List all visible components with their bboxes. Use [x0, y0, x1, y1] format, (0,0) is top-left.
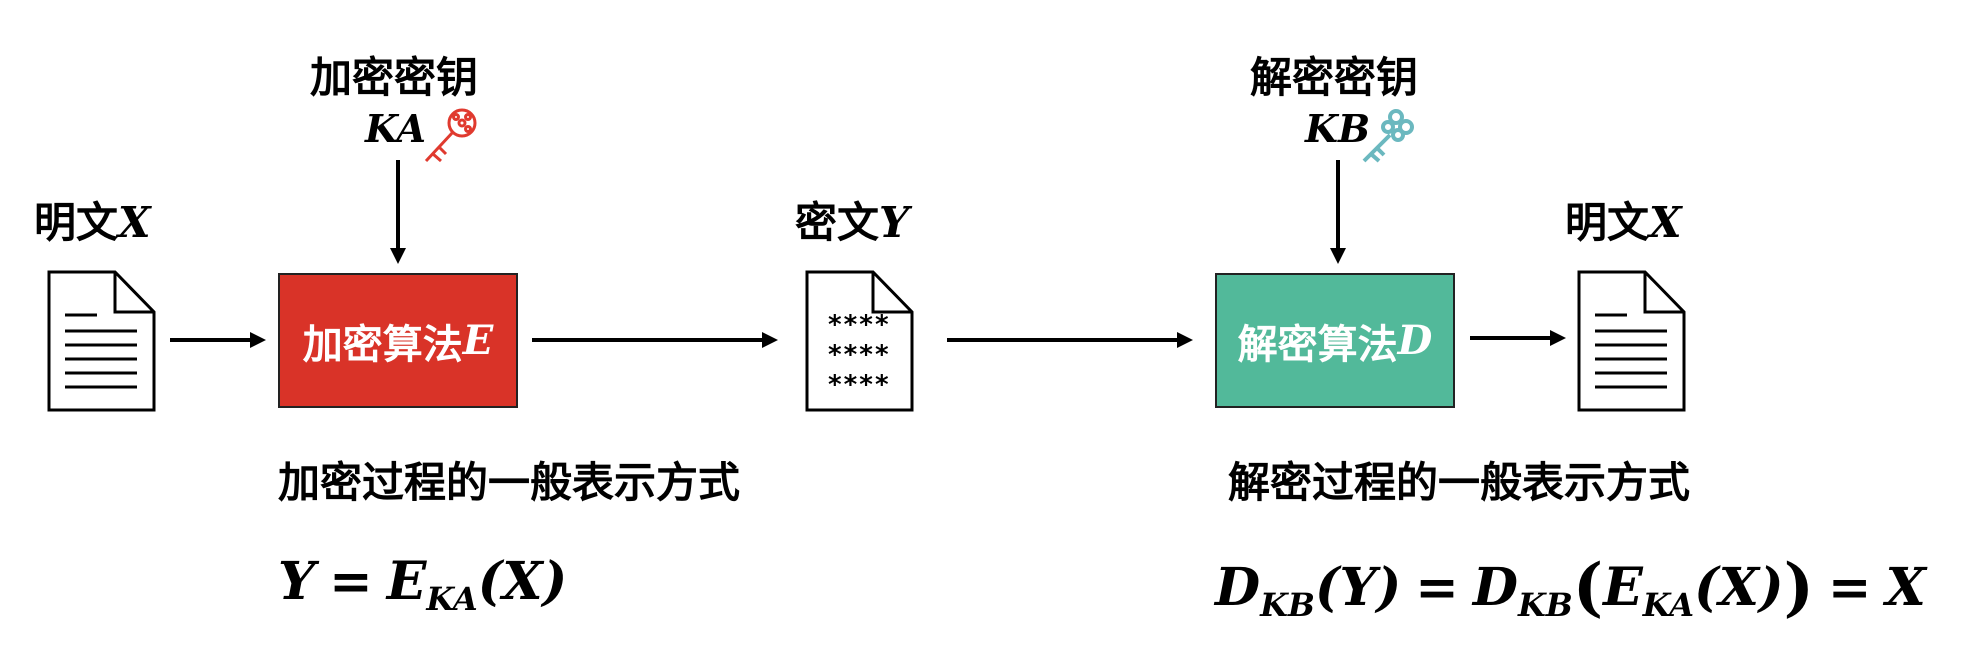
dec-formula-func1: D: [1215, 557, 1261, 618]
ciphertext-label-text: 密文: [795, 198, 880, 247]
arrow-ciphertext-to-decrypt: [947, 332, 1193, 348]
dec-formula-rhs: X: [1885, 557, 1926, 618]
decryption-process-caption: 解密过程的一般表示方式: [1228, 458, 1691, 507]
ciphertext-line-1: ****: [827, 310, 890, 340]
encryption-formula: Y=EKA(X): [278, 556, 567, 619]
decryption-key-label: 解密密钥: [1250, 53, 1419, 102]
decryption-algorithm-label: 解密算法: [1237, 321, 1398, 368]
plaintext-in-label: 明文X: [34, 202, 151, 244]
plaintext-out-label: 明文X: [1565, 202, 1682, 244]
enc-formula-func: E: [386, 551, 427, 612]
dec-formula-sub3: KA: [1642, 586, 1695, 625]
dec-formula-paren-close: ): [1783, 550, 1814, 625]
dec-formula-func3: E: [1603, 557, 1643, 618]
ciphertext-document: **** **** ****: [805, 270, 915, 412]
plaintext-out-label-text: 明文: [1565, 198, 1650, 247]
dec-formula-arg1: (Y): [1314, 557, 1402, 618]
decryption-algorithm-symbol: D: [1397, 317, 1433, 364]
ciphertext-line-3: ****: [827, 370, 890, 400]
enc-formula-eq: =: [329, 551, 373, 612]
dec-formula-eq1: =: [1415, 557, 1459, 618]
arrow-plaintext-to-encrypt: [170, 332, 266, 348]
arrow-decrypt-to-plaintext: [1470, 330, 1566, 346]
arrow-encrypt-to-ciphertext: [532, 332, 778, 348]
decryption-key-icon: [1362, 109, 1414, 163]
encryption-key-icon: [424, 108, 477, 163]
plaintext-out-document-icon: [1577, 270, 1686, 412]
dec-formula-sub1: KB: [1260, 586, 1315, 625]
decryption-key-symbol: KB: [1305, 106, 1371, 151]
enc-formula-arg: (X): [477, 551, 568, 612]
dec-formula-paren-open: (: [1572, 550, 1604, 625]
encryption-key-label: 加密密钥: [310, 53, 479, 102]
enc-formula-sub: KA: [426, 580, 478, 619]
plaintext-in-label-text: 明文: [34, 198, 119, 247]
encryption-key-symbol: KA: [365, 106, 426, 151]
dec-formula-func2: D: [1472, 557, 1518, 618]
plaintext-in-symbol: X: [118, 198, 151, 247]
dec-formula-arg3: (X): [1694, 557, 1784, 618]
enc-formula-lhs: Y: [278, 551, 316, 612]
ciphertext-stars: **** **** ****: [827, 310, 890, 400]
ciphertext-document-icon: [805, 270, 914, 412]
plaintext-out-symbol: X: [1649, 198, 1682, 247]
decryption-formula: DKB(Y)=DKB(EKA(X))=X: [1215, 556, 1926, 625]
arrow-encryption-key-down: [390, 160, 406, 264]
ciphertext-label: 密文Y: [795, 202, 909, 244]
dec-formula-sub2: KB: [1517, 586, 1573, 625]
encryption-algorithm-symbol: E: [462, 317, 494, 364]
ciphertext-symbol: Y: [879, 198, 909, 247]
encryption-algorithm-label: 加密算法: [302, 321, 463, 368]
plaintext-in-document-icon: [47, 270, 156, 412]
dec-formula-eq2: =: [1827, 557, 1872, 618]
arrow-decryption-key-down: [1330, 160, 1346, 264]
ciphertext-line-2: ****: [827, 340, 890, 370]
encryption-process-caption: 加密过程的一般表示方式: [278, 458, 741, 507]
